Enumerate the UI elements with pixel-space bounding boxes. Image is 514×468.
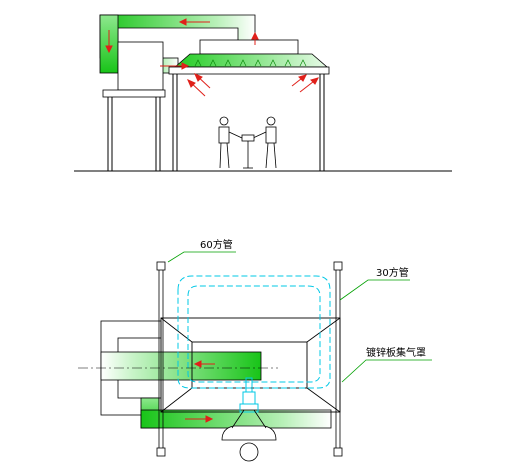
plan-view — [78, 261, 343, 462]
hood-rim — [168, 66, 330, 75]
hood-top-box — [199, 39, 299, 55]
suction-marks — [194, 59, 307, 67]
worker-left — [218, 116, 243, 169]
worker-right — [252, 116, 277, 169]
label-60-pipe-text: 60方管 — [200, 238, 233, 251]
label-hood-text: 镀锌板集气罩 — [366, 346, 426, 359]
support-posts — [156, 261, 343, 457]
duct-plan-lower-horizontal — [140, 409, 332, 429]
welding-torch — [239, 377, 259, 413]
duct-plan-upper — [100, 351, 262, 381]
label-60-pipe: 60方管 — [167, 238, 236, 263]
airflow-arrows-top — [105, 18, 319, 97]
work-piece — [241, 134, 255, 169]
label-30-pipe-text: 30方管 — [376, 266, 409, 279]
elevation-view — [74, 14, 452, 172]
label-30-pipe: 30方管 — [339, 266, 410, 301]
label-hood: 镀锌板集气罩 — [341, 346, 432, 383]
pipe-guides — [177, 275, 331, 389]
fan-box — [117, 41, 164, 91]
airflow-arrows-plan — [185, 360, 215, 423]
support-frame-top — [102, 89, 166, 98]
worker-top-view — [221, 409, 277, 462]
